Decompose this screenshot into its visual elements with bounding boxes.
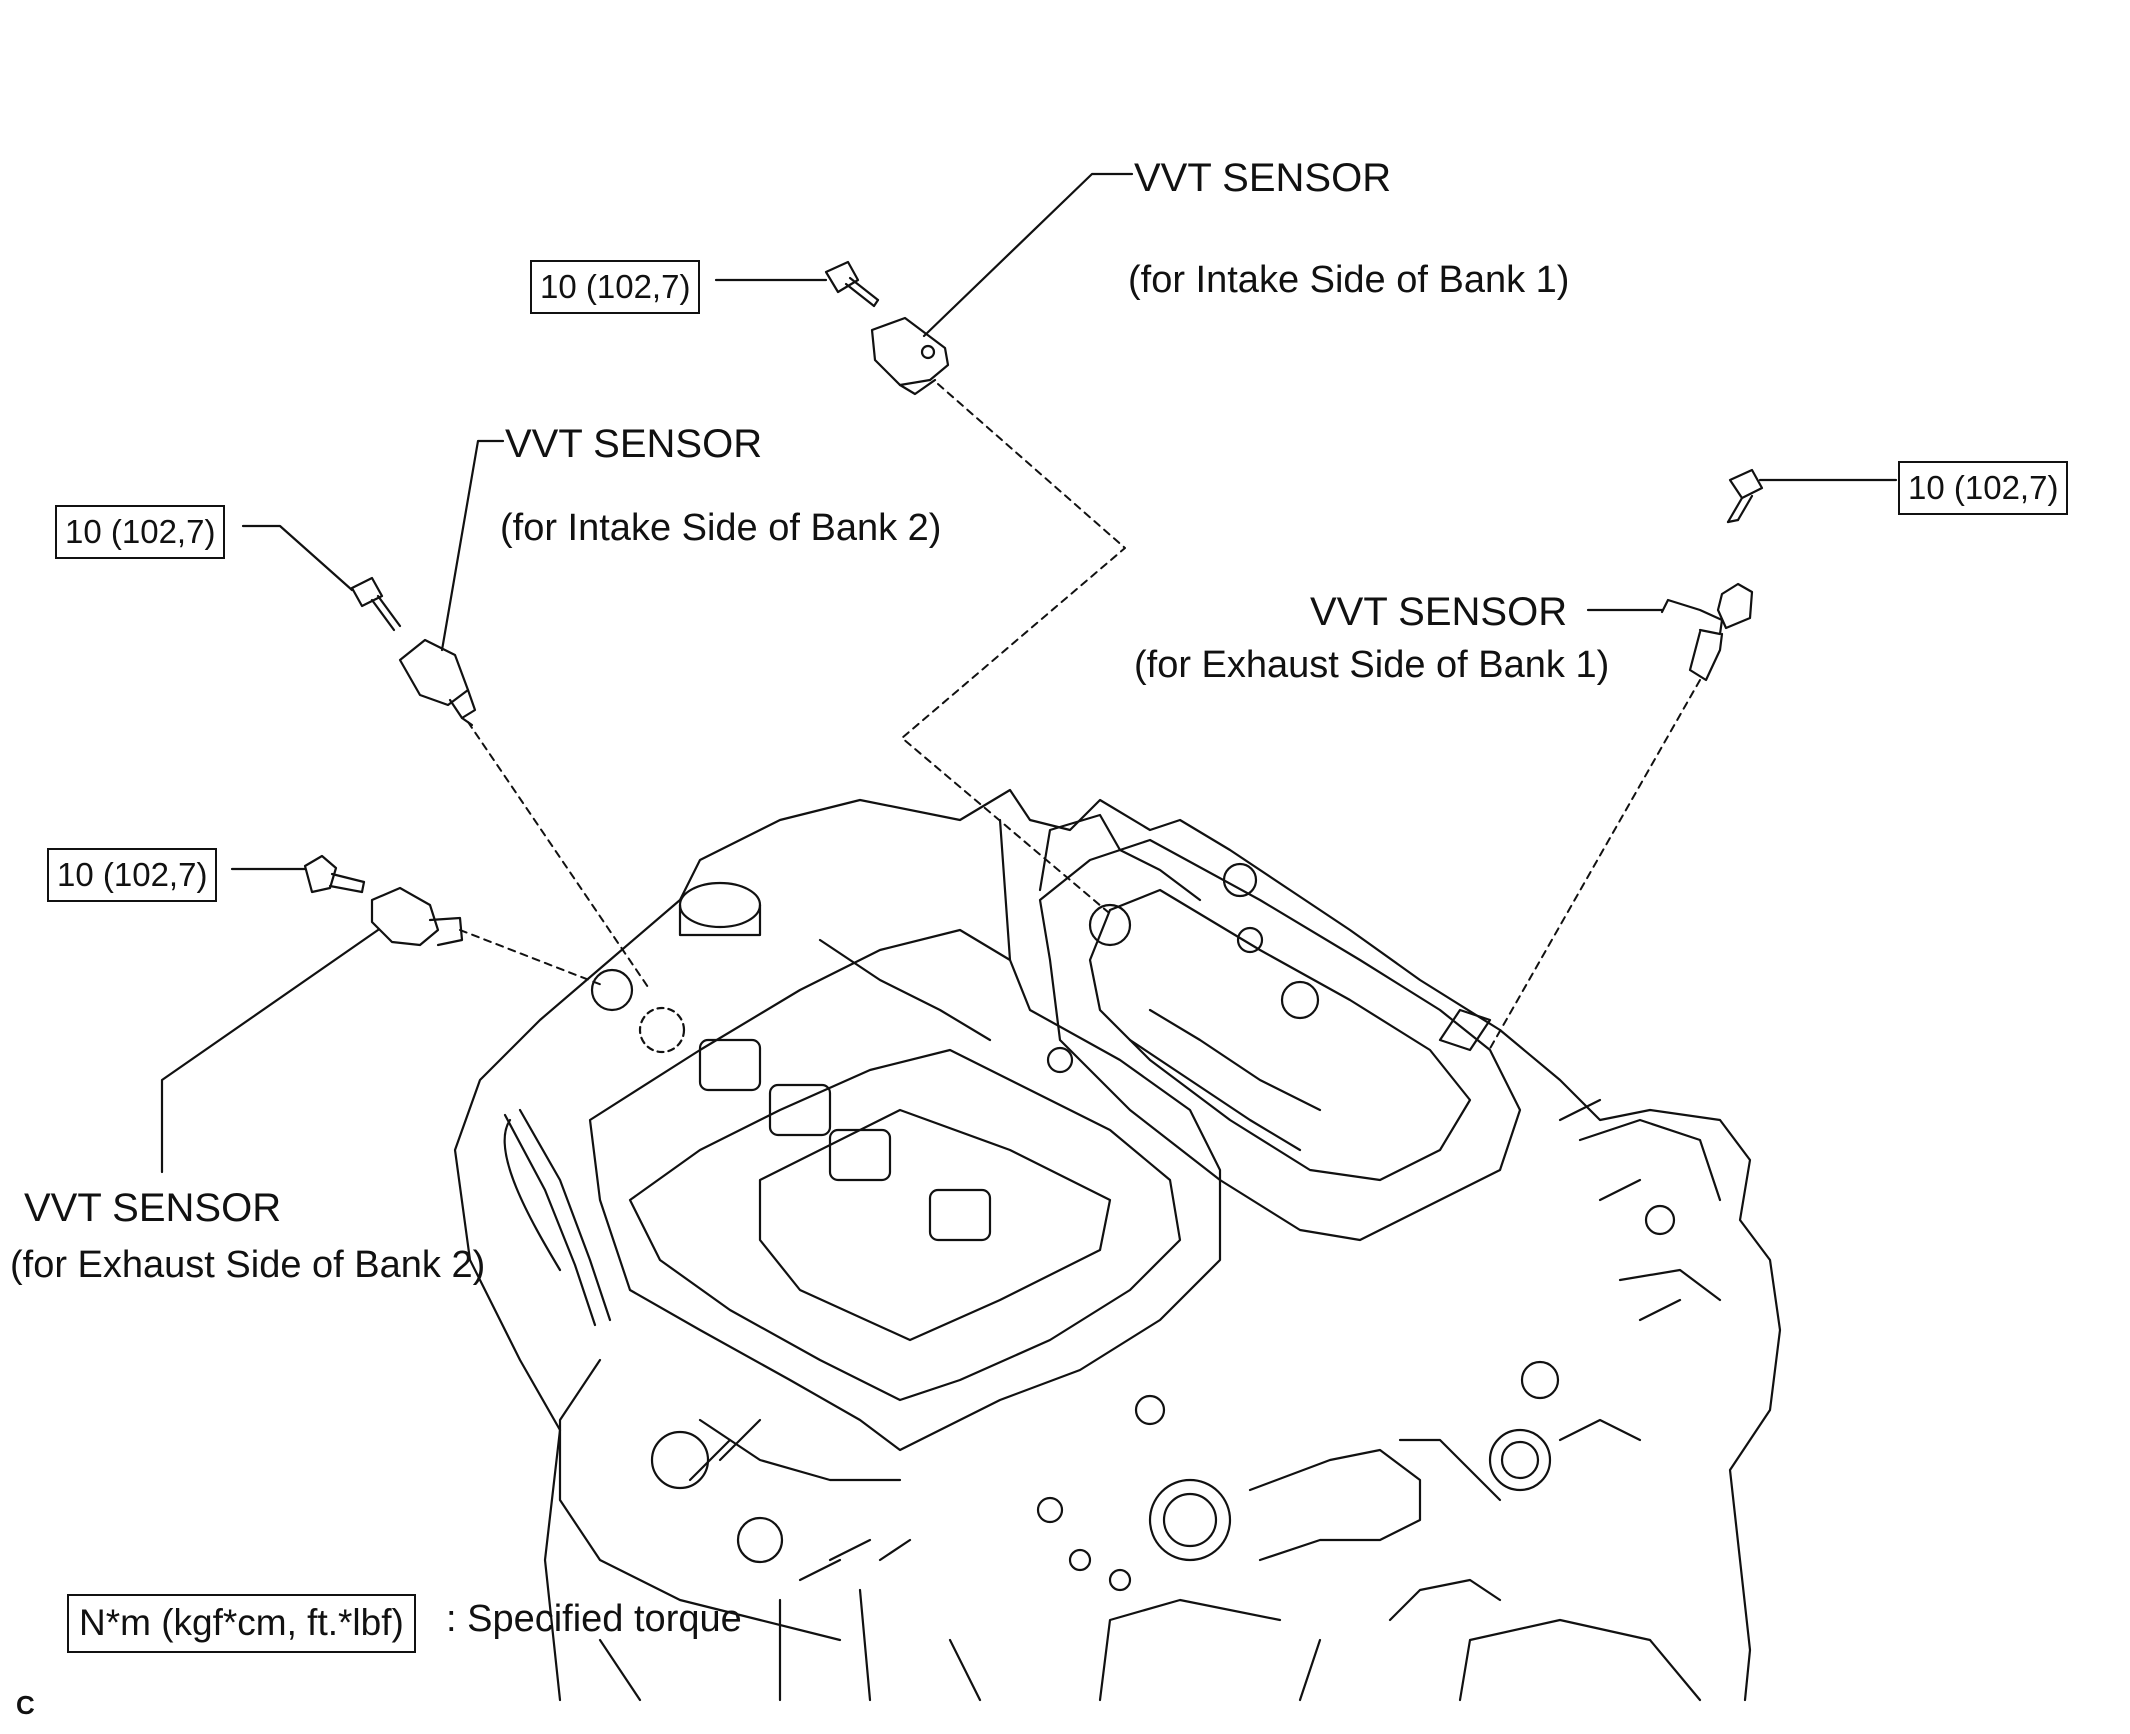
legend-unit-box: N*m (kgf*cm, ft.*lbf) bbox=[67, 1594, 416, 1653]
bolt-exhaust-bank2 bbox=[303, 854, 366, 894]
torque-spec-intake-bank1: 10 (102,7) bbox=[530, 260, 701, 314]
sensor-subtitle-intake-bank1: (for Intake Side of Bank 1) bbox=[1128, 259, 1570, 301]
sensor-title-exhaust-bank1: VVT SENSOR bbox=[1310, 590, 1568, 634]
sensor-exhaust-bank1 bbox=[1660, 582, 1754, 682]
sensor-title-intake-bank2: VVT SENSOR bbox=[505, 422, 763, 466]
torque-spec-exhaust-bank1: 10 (102,7) bbox=[1898, 461, 2069, 515]
legend-description: : Specified torque bbox=[446, 1598, 742, 1640]
sensor-subtitle-exhaust-bank2: (for Exhaust Side of Bank 2) bbox=[10, 1244, 486, 1286]
bolt-intake-bank2 bbox=[350, 576, 402, 632]
bolt-exhaust-bank1 bbox=[1726, 468, 1764, 524]
sensor-title-intake-bank1: VVT SENSOR bbox=[1134, 156, 1392, 200]
torque-spec-intake-bank2: 10 (102,7) bbox=[55, 505, 226, 559]
sensor-intake-bank2 bbox=[398, 638, 477, 727]
bolt-intake-bank1 bbox=[824, 260, 880, 308]
sensor-title-exhaust-bank2: VVT SENSOR bbox=[24, 1186, 282, 1230]
sensor-subtitle-intake-bank2: (for Intake Side of Bank 2) bbox=[500, 507, 942, 549]
sensor-intake-bank1 bbox=[870, 316, 950, 396]
sensor-subtitle-exhaust-bank1: (for Exhaust Side of Bank 1) bbox=[1134, 644, 1610, 686]
leader-lines bbox=[160, 172, 1898, 1174]
sensor-exhaust-bank2 bbox=[370, 886, 464, 947]
corner-mark: C bbox=[16, 1690, 35, 1720]
engine-assembly bbox=[453, 788, 1782, 1702]
installation-guides bbox=[459, 383, 1701, 1053]
torque-spec-exhaust-bank2: 10 (102,7) bbox=[47, 848, 218, 902]
